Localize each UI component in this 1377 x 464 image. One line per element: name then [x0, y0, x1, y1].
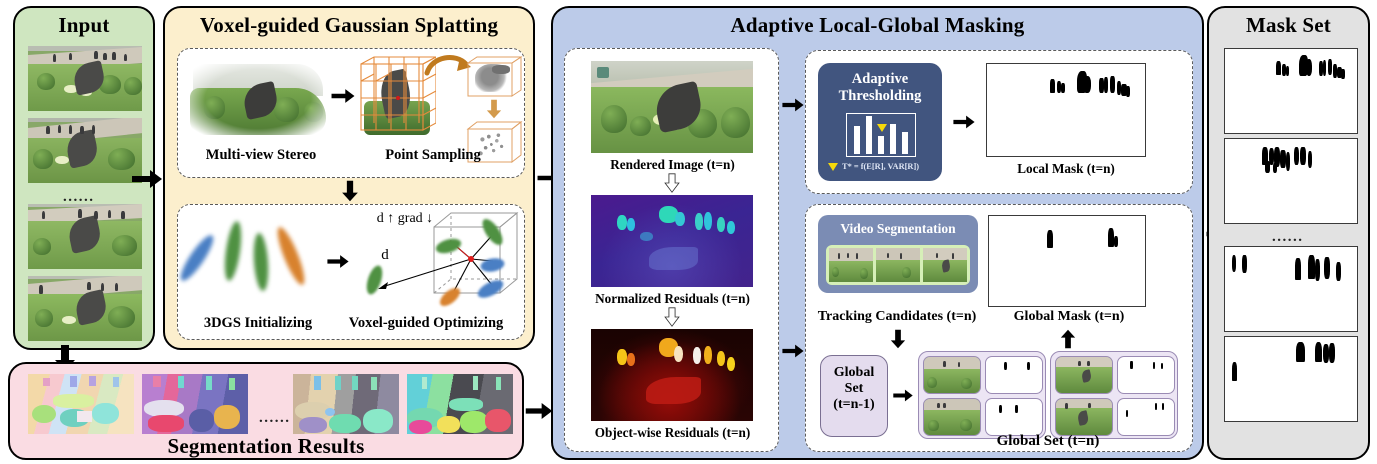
- rendered-image: [591, 61, 753, 153]
- mask-frame-3: [1224, 246, 1358, 332]
- global-set-prev-line1: Global: [833, 365, 875, 380]
- mask-frame-2: [1224, 138, 1358, 224]
- global-mask-image: [988, 215, 1146, 307]
- panel-mask-set-title: Mask Set: [1245, 13, 1331, 37]
- global-set-prev-line3: (t=n-1): [833, 397, 875, 412]
- panel-input: Input: [13, 6, 155, 350]
- vggs-bottom-subbox: d ↑ grad ↓ d: [176, 204, 525, 340]
- annotation-grad: d ↑ grad ↓: [376, 211, 434, 226]
- arrow-right-icon-threshold-to-localmask: [952, 113, 976, 131]
- global-set-cell-image-4: [1055, 398, 1113, 436]
- adaptive-thresholding-title-line2: Thresholding: [838, 88, 922, 104]
- global-branch-subbox: Video Segmentation: [805, 204, 1193, 452]
- adaptive-thresholding-module: Adaptive Thresholding T* = f(E[R], VAR[R…: [818, 63, 942, 181]
- caption-tracking-candidates: Tracking Candidates (t=n): [817, 309, 977, 324]
- global-set-cell-image-2: [923, 398, 981, 436]
- global-set-cell-image-3: [1055, 356, 1113, 394]
- global-set-group-1: [918, 351, 1046, 439]
- arrow-down-hollow-icon-rendered-to-normalized: [663, 173, 681, 193]
- global-set-cell-mask-2: [985, 398, 1043, 436]
- local-branch-subbox: Adaptive Thresholding T* = f(E[R], VAR[R…: [805, 50, 1193, 194]
- video-segmentation-module: Video Segmentation: [818, 215, 978, 293]
- panel-vggs-title: Voxel-guided Gaussian Splatting: [199, 13, 499, 37]
- normalized-residuals-image: [591, 195, 753, 287]
- arrow-down-icon-pointcloud: [486, 99, 502, 119]
- arrow-down-icon-vggs-internal: [341, 180, 359, 202]
- point-cloud-box-dense: [466, 55, 524, 99]
- caption-rendered-image: Rendered Image (t=n): [610, 157, 735, 172]
- caption-3dgs-initializing: 3DGS Initializing: [203, 315, 313, 331]
- mask-set-ellipsis: ......: [1272, 229, 1304, 245]
- caption-multi-view-stereo: Multi-view Stereo: [205, 147, 317, 163]
- annotation-distance: d: [381, 247, 389, 263]
- input-frame-4: [28, 276, 142, 341]
- input-frame-3: [28, 204, 142, 269]
- caption-local-mask: Local Mask (t=n): [1017, 161, 1115, 176]
- gaussian-splats-initial: [176, 213, 320, 305]
- global-set-cell-mask-3: [1117, 356, 1175, 394]
- caption-point-sampling: Point Sampling: [385, 147, 481, 163]
- caption-voxel-guided-optimizing: Voxel-guided Optimizing: [348, 315, 504, 331]
- local-mask-image: [986, 63, 1146, 157]
- panel-adaptive-local-global-masking: Adaptive Local-Global Masking Rendered I…: [551, 6, 1204, 460]
- vggs-top-subbox: Multi-view Stereo Point Sampling: [177, 48, 525, 178]
- arrow-right-icon-to-global-branch: [781, 342, 805, 360]
- yellow-triangle-marker-icon: [877, 124, 887, 132]
- seg-tile-1: [28, 374, 134, 434]
- panel-segmentation-results: ...... Segmentation Results: [8, 362, 524, 460]
- caption-objectwise-residuals: Object-wise Residuals (t=n): [594, 425, 751, 440]
- multi-view-stereo-image: [190, 61, 326, 137]
- mask-frame-1: [1224, 48, 1358, 134]
- arrow-down-hollow-icon-normalized-to-objectwise: [663, 307, 681, 327]
- panel-input-title: Input: [58, 13, 110, 37]
- arrow-right-icon-to-local-branch: [781, 96, 805, 114]
- global-set-group-2: [1050, 351, 1178, 439]
- input-frame-1: [28, 46, 142, 111]
- arrow-right-icon-mvs-to-sampling: [330, 87, 356, 105]
- input-ellipsis: ......: [63, 189, 95, 205]
- caption-global-set: Global Set (t=n): [996, 433, 1100, 449]
- global-set-cell-mask-4: [1117, 398, 1175, 436]
- threshold-formula: T* = f(E[R], VAR[R]): [842, 162, 920, 171]
- caption-global-mask: Global Mask (t=n): [1013, 309, 1125, 324]
- yellow-triangle-marker-icon-formula: [828, 163, 838, 171]
- input-frame-2: [28, 118, 142, 183]
- arrow-right-icon-prevset-to-set: [892, 387, 914, 404]
- point-sampling-voxel-grid: [358, 55, 436, 143]
- global-set-previous: Global Set (t=n-1): [820, 355, 888, 437]
- caption-normalized-residuals: Normalized Residuals (t=n): [595, 291, 750, 306]
- arrow-right-icon-seg-to-masking: [524, 400, 554, 422]
- arrow-down-icon-tracking-to-set: [890, 329, 906, 349]
- panel-voxel-guided-gaussian-splatting: Voxel-guided Gaussian Splatting: [163, 6, 535, 350]
- global-set-prev-line2: Set: [844, 381, 864, 396]
- video-segmentation-title: Video Segmentation: [840, 221, 956, 236]
- masking-left-column: Rendered Image (t=n) Normalized Residual…: [564, 48, 779, 452]
- panel-mask-set: Mask Set ......: [1207, 6, 1370, 460]
- seg-tile-3: [293, 374, 399, 434]
- seg-tile-2: [142, 374, 248, 434]
- global-set-cell-mask-1: [985, 356, 1043, 394]
- voxel-optimizing-diagram: d ↑ grad ↓ d: [354, 209, 520, 313]
- segmentation-ellipsis: ......: [259, 410, 291, 426]
- mask-frame-4: [1224, 336, 1358, 422]
- threshold-histogram: [846, 113, 916, 157]
- point-cloud-box-sampled: [466, 119, 524, 165]
- seg-tile-4: [407, 374, 513, 434]
- arrow-right-icon-init-to-opt: [326, 253, 350, 270]
- panel-masking-title: Adaptive Local-Global Masking: [730, 13, 1025, 37]
- video-segmentation-filmstrip: [826, 245, 970, 285]
- adaptive-thresholding-title-line1: Adaptive: [851, 71, 909, 87]
- objectwise-residuals-image: [591, 329, 753, 421]
- arrow-up-icon-set-to-globalmask: [1060, 329, 1076, 349]
- arrow-right-icon-input-to-vggs: [130, 168, 164, 190]
- global-set-cell-image-1: [923, 356, 981, 394]
- panel-segmentation-results-title: Segmentation Results: [167, 434, 365, 458]
